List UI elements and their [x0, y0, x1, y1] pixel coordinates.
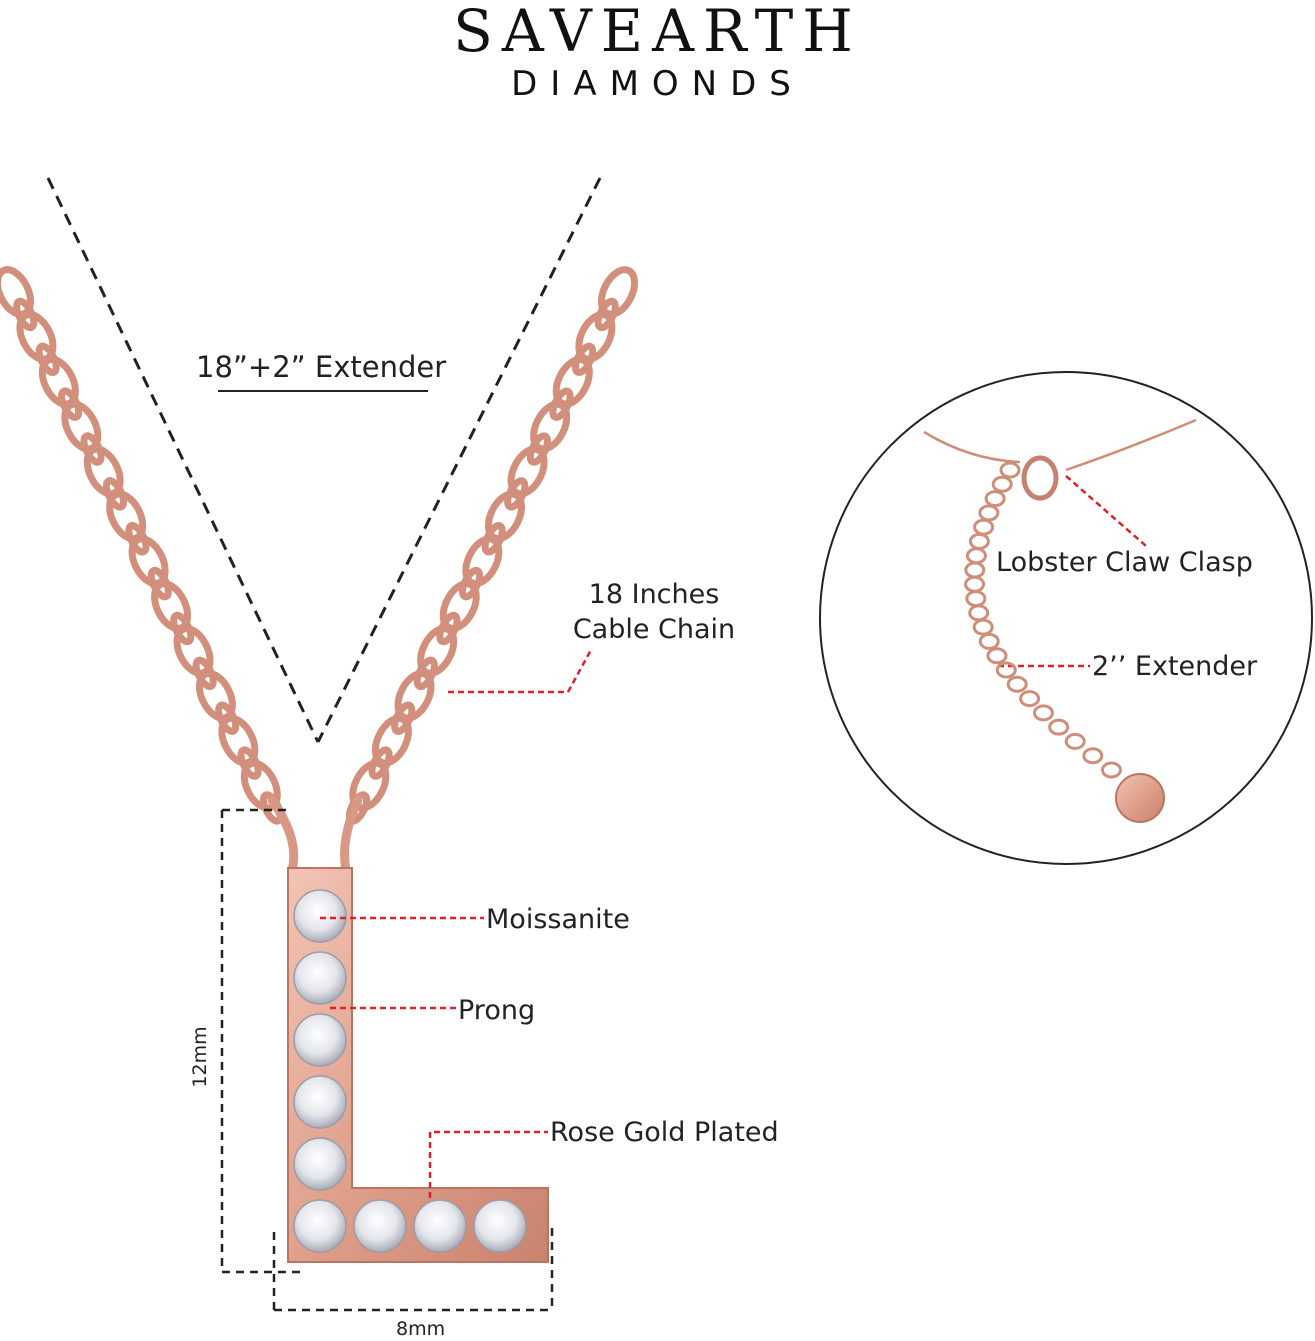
- width-dimension: [272, 1228, 554, 1312]
- extender-link: [973, 518, 995, 536]
- cable-chain-right: [345, 266, 639, 825]
- callout-lines: [320, 475, 1147, 1198]
- stone-label: Moissanite: [486, 904, 630, 935]
- extender-link: [965, 590, 987, 608]
- extender-link: [965, 547, 987, 565]
- cable-chain-label-line1: 18 Inches: [588, 579, 720, 610]
- width-dimension-label: 8mm: [396, 1318, 446, 1340]
- clasp-detail-circle: [819, 371, 1313, 865]
- height-dimension: [220, 808, 306, 1274]
- extender-link: [999, 461, 1021, 479]
- extender-label: 2’’ Extender: [1092, 651, 1258, 682]
- clasp-label: Lobster Claw Clasp: [996, 547, 1253, 578]
- extender-link: [1048, 718, 1070, 736]
- extender-link: [978, 632, 1000, 650]
- extender-link: [1064, 732, 1086, 750]
- moissanite-stone: [293, 951, 347, 1005]
- pendant-bail: [267, 795, 363, 875]
- moissanite-stone: [293, 1013, 347, 1067]
- extender-link: [968, 532, 990, 550]
- moissanite-stone: [473, 1199, 527, 1253]
- chain-length-label: 18”+2” Extender: [196, 350, 447, 384]
- extender-link: [1006, 675, 1028, 693]
- extender-link: [964, 561, 986, 579]
- cable-chain-left: [0, 266, 285, 825]
- extender-link: [1100, 761, 1122, 779]
- moissanite-stone: [293, 1199, 347, 1253]
- moissanite-stone: [293, 1075, 347, 1129]
- moissanite-stone: [293, 889, 347, 943]
- prong-label: Prong: [458, 995, 536, 1026]
- moissanite-stone: [353, 1199, 407, 1253]
- extender-link: [964, 575, 986, 593]
- extender-link: [984, 490, 1006, 508]
- moissanite-stone: [293, 1137, 347, 1191]
- extender-link: [972, 618, 994, 636]
- brand-logo-name: SAVEARTH: [453, 0, 862, 65]
- extender-link: [986, 647, 1008, 665]
- extender-link: [978, 504, 1000, 522]
- extender-link: [991, 475, 1013, 493]
- clasp-detail-chain: [923, 418, 1197, 472]
- chain-length-guide: [46, 177, 602, 743]
- cable-chain-label-line2: Cable Chain: [572, 614, 736, 645]
- extender-chain: [964, 461, 1122, 779]
- moissanite-stone: [413, 1199, 467, 1253]
- extender-link: [995, 661, 1017, 679]
- extender-link: [1032, 704, 1054, 722]
- brand-logo-tagline: DIAMONDS: [511, 64, 804, 104]
- extender-link: [968, 604, 990, 622]
- extender-end-disc: [1115, 773, 1165, 823]
- extender-link: [1019, 690, 1041, 708]
- plating-label: Rose Gold Plated: [550, 1117, 779, 1148]
- height-dimension-label: 12mm: [189, 1026, 211, 1088]
- lobster-clasp: [1021, 455, 1059, 501]
- moissanite-stones: [293, 889, 527, 1253]
- extender-link: [1082, 747, 1104, 765]
